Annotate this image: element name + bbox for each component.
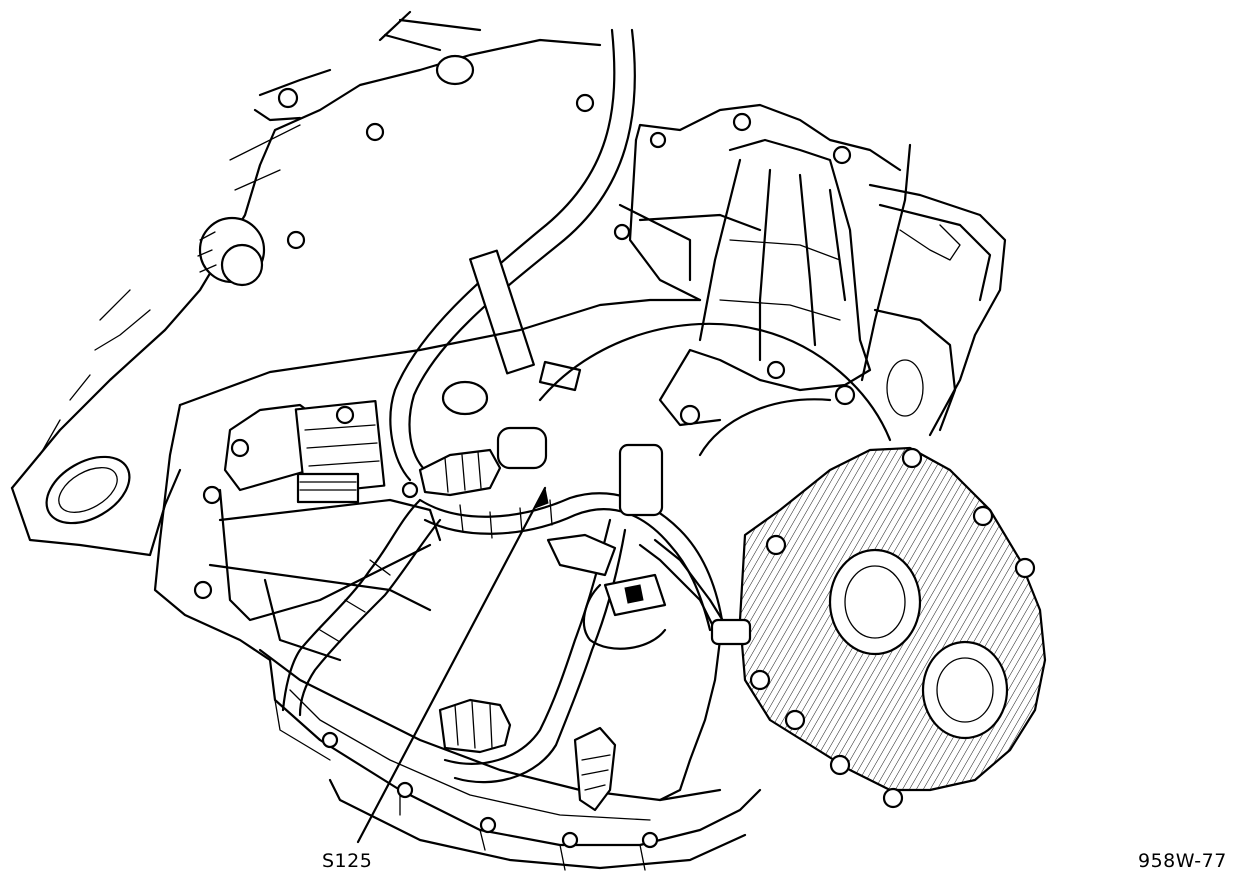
solenoid-assembly xyxy=(193,399,442,662)
callout-label-s125: S125 xyxy=(322,850,373,872)
speed-sensor-upper xyxy=(401,380,548,499)
callout-leader xyxy=(356,486,549,844)
wiring-harness xyxy=(281,492,752,802)
pan-bolts xyxy=(321,731,659,849)
upper-mount-plate xyxy=(10,10,602,557)
transaxle-case xyxy=(153,103,902,871)
lower-sensors xyxy=(438,443,667,812)
right-housing-flange xyxy=(860,143,1007,437)
figure-id: 958W-77 xyxy=(1138,850,1227,872)
transmission-mount-bracket xyxy=(658,138,872,427)
shift-cable xyxy=(389,28,636,482)
differential-cover xyxy=(538,322,1047,809)
